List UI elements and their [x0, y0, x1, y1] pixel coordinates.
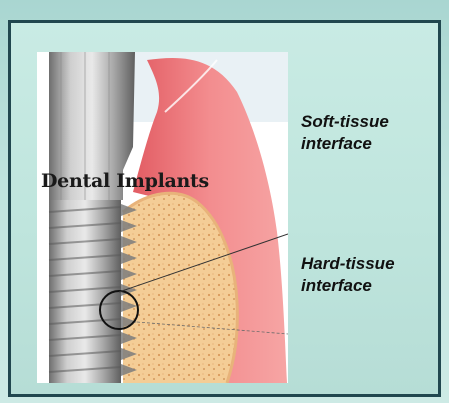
soft-tissue-label-line2: interface — [301, 133, 389, 155]
hard-tissue-label-line1: Hard-tissue — [301, 253, 395, 275]
soft-tissue-label: Soft-tissue interface — [301, 111, 389, 155]
hard-tissue-label-line2: interface — [301, 275, 395, 297]
hard-tissue-label: Hard-tissue interface — [301, 253, 395, 297]
soft-tissue-label-line1: Soft-tissue — [301, 111, 389, 133]
diagram-title: Dental Implants — [41, 170, 209, 192]
dental-implant-illustration — [37, 52, 288, 383]
